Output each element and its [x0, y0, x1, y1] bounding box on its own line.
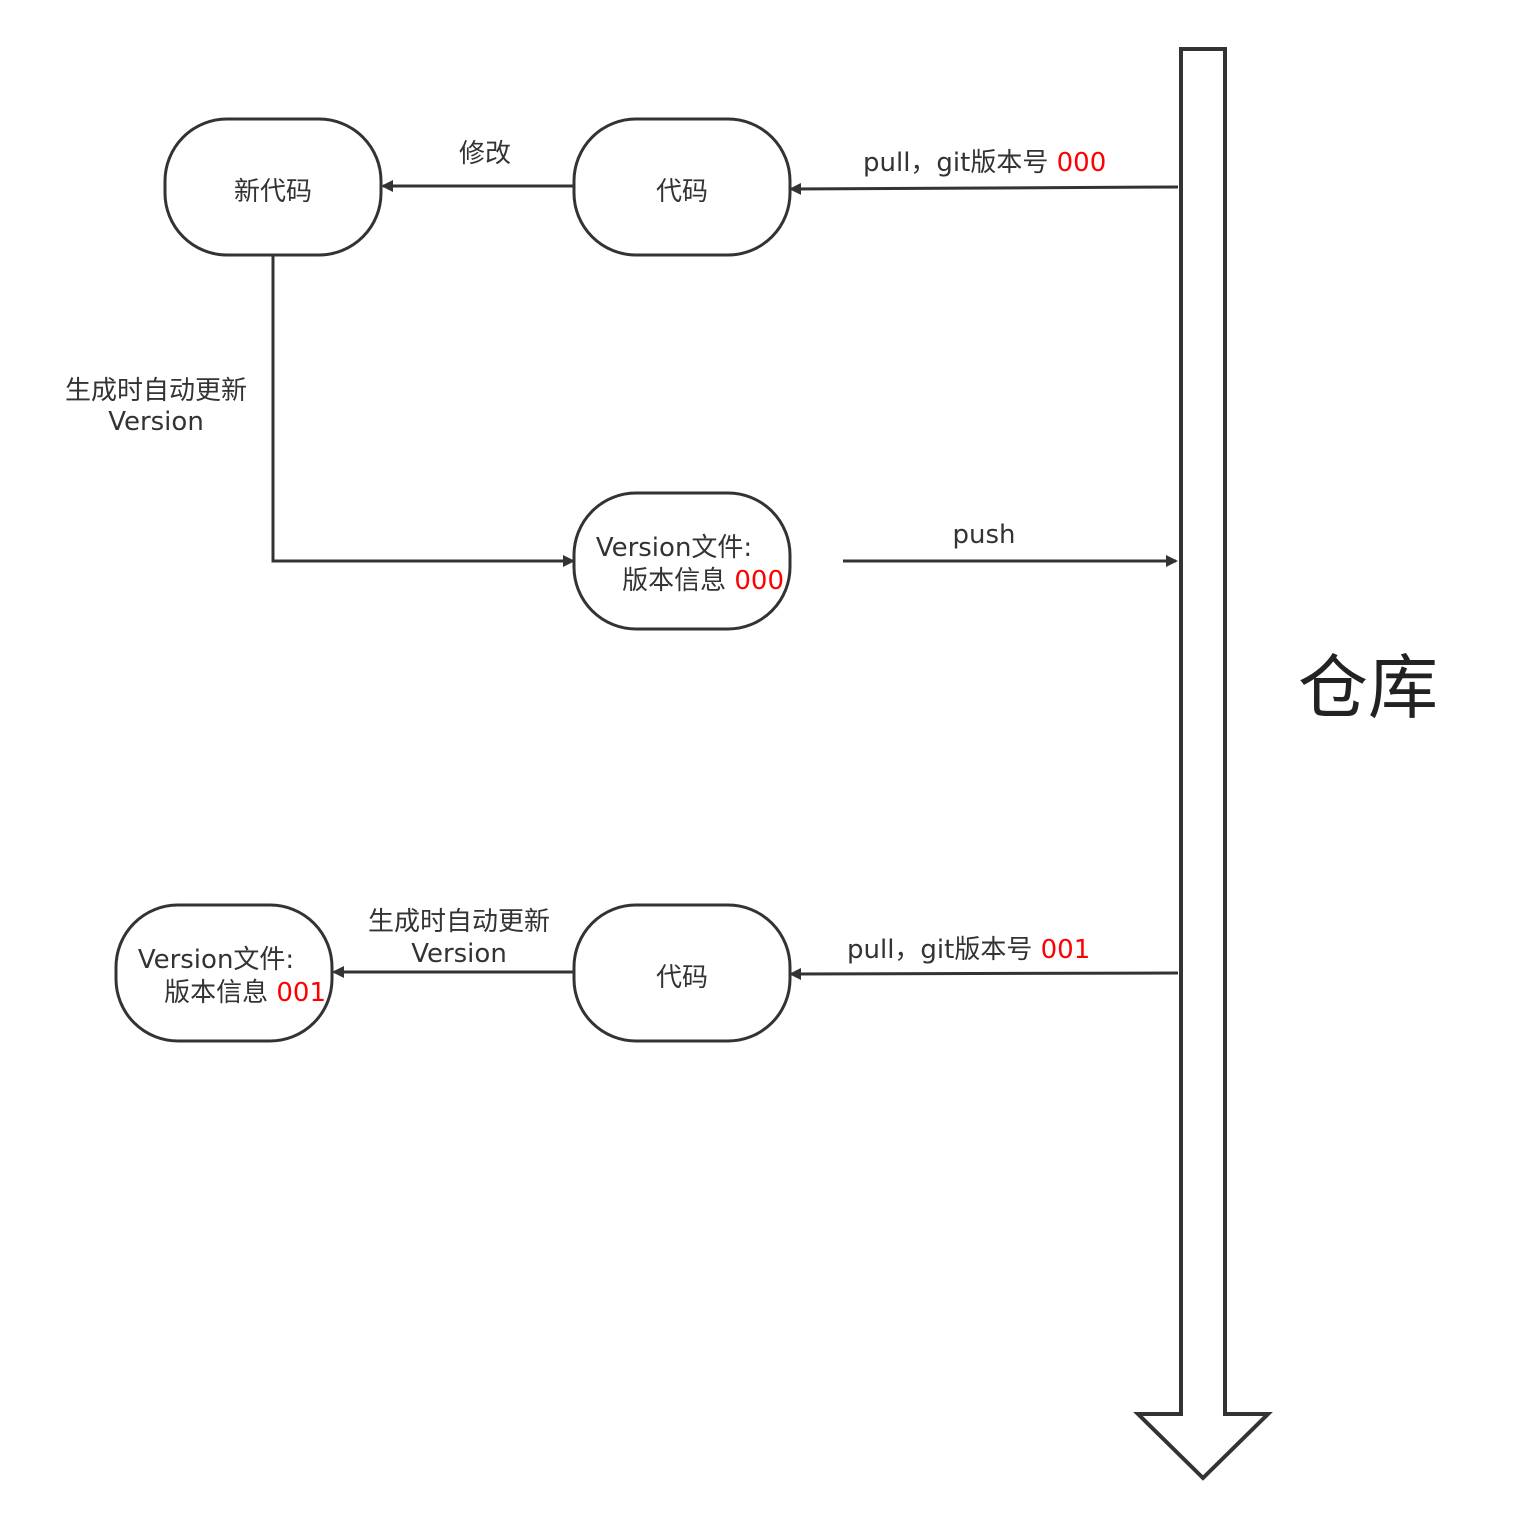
version-bottom-number: 001: [276, 978, 326, 1008]
pull-top-label: pull，git版本号 000: [863, 148, 1106, 178]
version-bottom-line2: 版本信息 001: [164, 978, 326, 1008]
push-label: push: [952, 520, 1015, 550]
version-bottom-info: 版本信息: [164, 978, 276, 1008]
version-mid-line1: Version文件:: [596, 533, 752, 563]
auto-update-top-line2: Version: [108, 407, 204, 437]
modify-label: 修改: [459, 139, 511, 169]
version-mid-line2: 版本信息 000: [622, 566, 784, 596]
auto-update-bottom-line1: 生成时自动更新: [368, 907, 550, 937]
new-code-label: 新代码: [234, 177, 312, 207]
pull-bottom-text: pull，git版本号: [847, 935, 1041, 965]
repository-arrow: [1133, 47, 1273, 1481]
auto-update-bottom-line2: Version: [411, 939, 507, 969]
pull-top-text: pull，git版本号: [863, 148, 1057, 178]
code-top-label: 代码: [656, 177, 708, 207]
pull-top-version: 000: [1057, 148, 1107, 178]
auto-update-top-line1: 生成时自动更新: [65, 376, 247, 406]
pull-bottom-version: 001: [1041, 935, 1091, 965]
version-mid-info: 版本信息: [622, 566, 734, 596]
pull-bottom-edge: [789, 967, 1179, 980]
pull-top-edge: [789, 182, 1179, 195]
pull-bottom-label: pull，git版本号 001: [847, 935, 1090, 965]
repository-label: 仓库: [1298, 647, 1438, 729]
code-bottom-label: 代码: [656, 963, 708, 993]
version-bottom-line1: Version文件:: [138, 945, 294, 975]
auto-update-top-edge: [271, 255, 575, 567]
version-mid-number: 000: [734, 566, 784, 596]
